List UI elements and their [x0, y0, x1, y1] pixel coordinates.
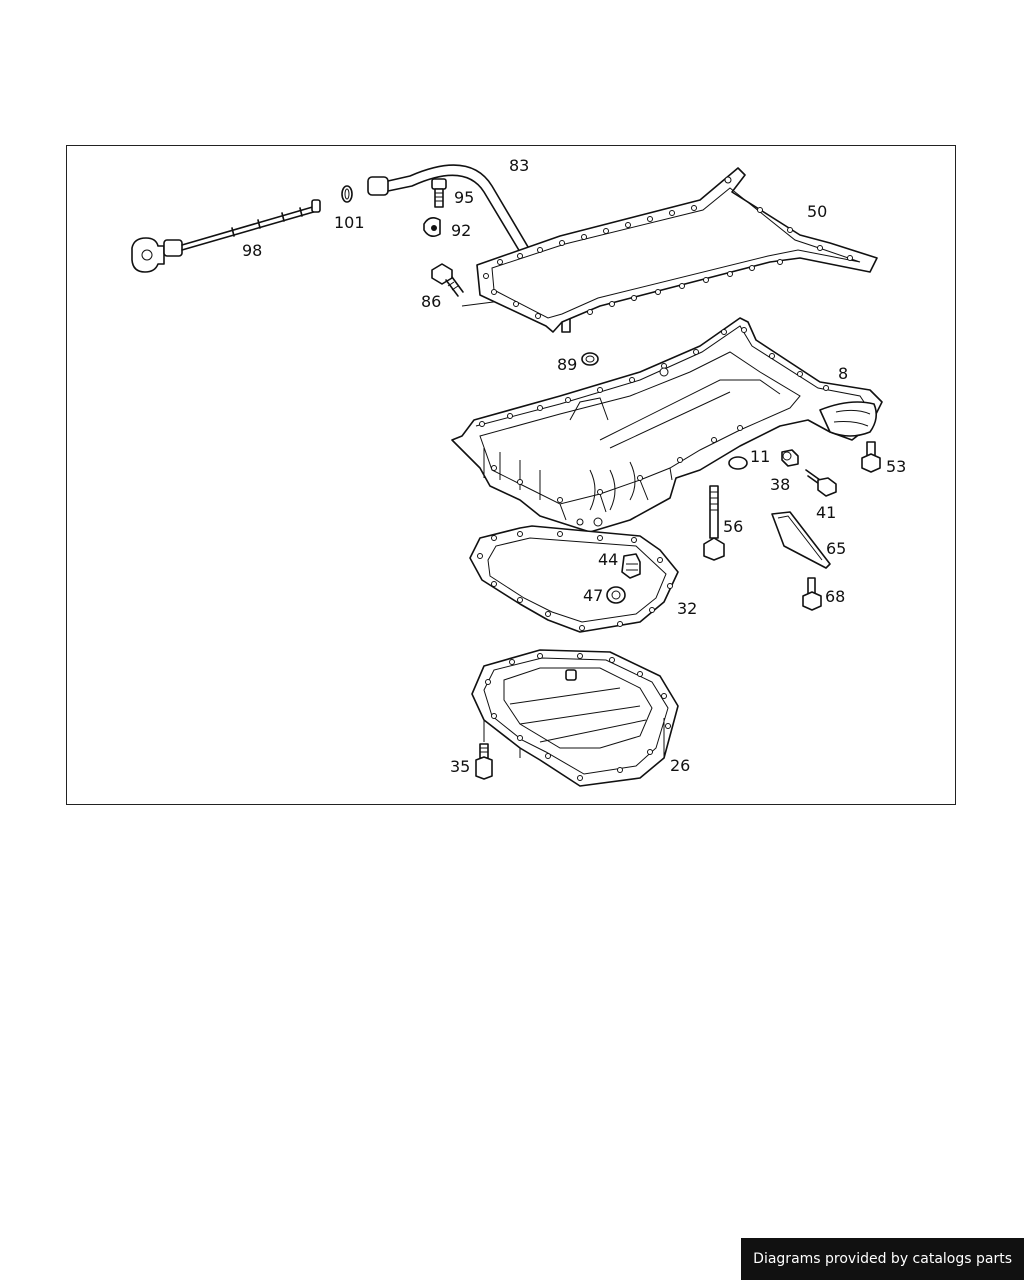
dipstick-part-98[interactable] [131, 199, 321, 273]
bolt-part-95[interactable] [431, 178, 447, 208]
bolt-part-68[interactable] [802, 577, 822, 611]
callout-53: 53 [886, 457, 906, 476]
callout-65: 65 [826, 539, 846, 558]
callout-89: 89 [557, 355, 577, 374]
callout-98: 98 [242, 241, 262, 260]
sealing-ring-part-47[interactable] [606, 586, 626, 604]
bracket-part-65[interactable] [771, 511, 831, 569]
callout-38: 38 [770, 475, 790, 494]
callout-68: 68 [825, 587, 845, 606]
bushing-part-38[interactable] [781, 449, 799, 467]
callout-56: 56 [723, 517, 743, 536]
o-ring-part-89[interactable] [581, 352, 599, 366]
drain-plug-part-35[interactable] [475, 743, 493, 780]
callout-47: 47 [583, 586, 603, 605]
gasket-part-50[interactable] [476, 167, 878, 333]
callout-32: 32 [677, 599, 697, 618]
callout-35: 35 [450, 757, 470, 776]
gasket-part-32[interactable] [469, 525, 679, 633]
clip-part-92[interactable] [423, 216, 441, 238]
callout-8: 8 [838, 364, 848, 383]
callout-86: 86 [421, 292, 441, 311]
callout-92: 92 [451, 221, 471, 240]
callout-95: 95 [454, 188, 474, 207]
callout-83: 83 [509, 156, 529, 175]
diagram-credit-badge: Diagrams provided by catalogs parts [741, 1238, 1024, 1280]
upper-oil-pan-part-8[interactable] [451, 317, 883, 533]
lower-oil-pan-part-26[interactable] [471, 649, 679, 787]
bolt-part-53[interactable] [861, 441, 881, 473]
o-ring-part-101[interactable] [341, 185, 353, 203]
callout-41: 41 [816, 503, 836, 522]
callout-101: 101 [334, 213, 365, 232]
bolt-part-41[interactable] [805, 469, 837, 497]
plug-part-11[interactable] [728, 456, 748, 470]
callout-11: 11 [750, 447, 770, 466]
callout-50: 50 [807, 202, 827, 221]
callout-26: 26 [670, 756, 690, 775]
callout-44: 44 [598, 550, 618, 569]
drain-plug-part-44[interactable] [621, 553, 641, 579]
stud-part-56[interactable] [703, 485, 725, 561]
